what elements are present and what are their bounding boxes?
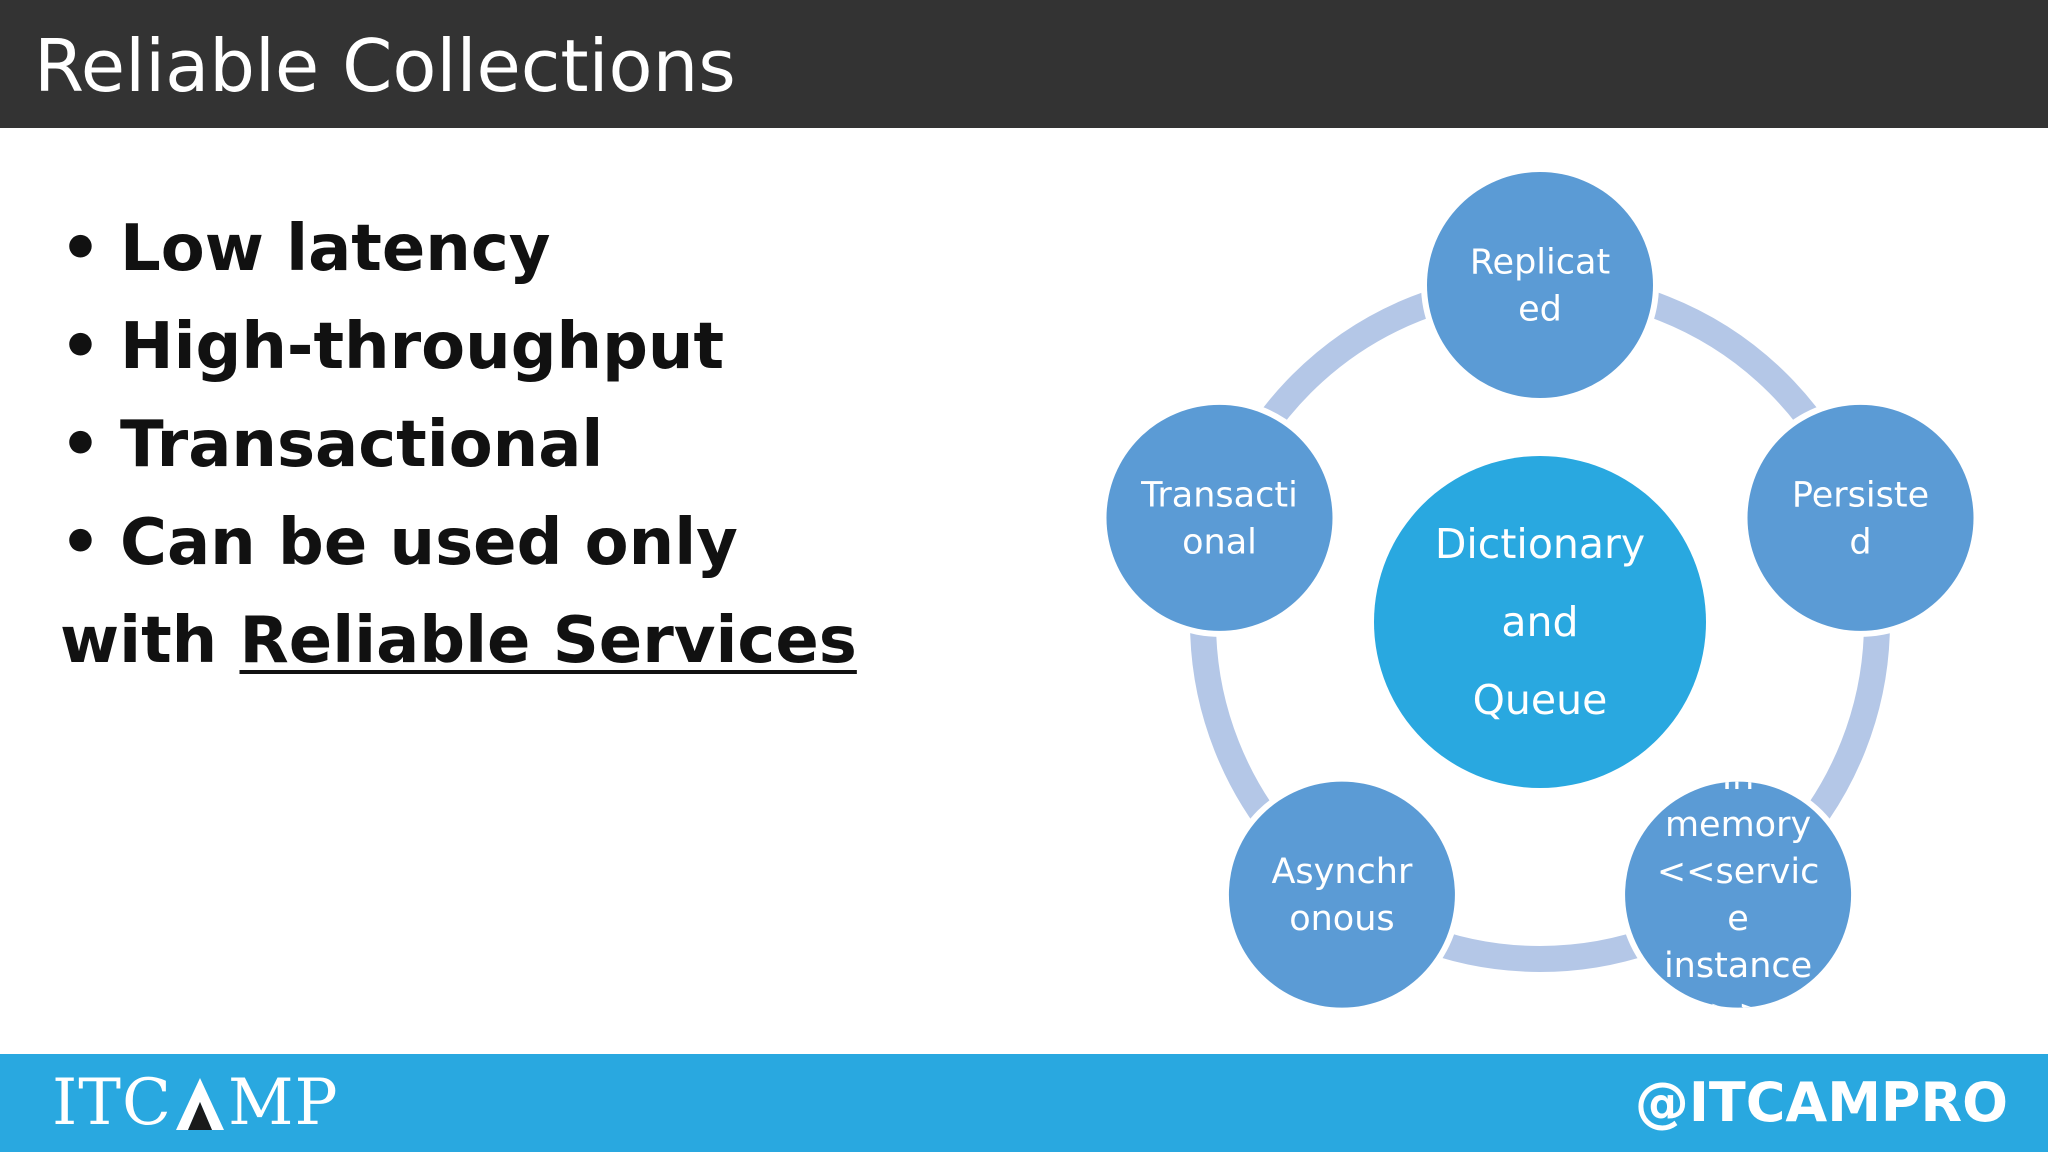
center-label-line: and: [1501, 598, 1578, 646]
bullet-text: Transactional: [120, 408, 604, 482]
cycle-node: Transacti onal: [1100, 398, 1339, 637]
reliable-services-link[interactable]: Reliable Services: [239, 604, 857, 678]
cycle-node-label: Asynchr onous: [1271, 852, 1412, 939]
bullet-marker: •: [60, 506, 101, 580]
cycle-node-label: In memory <<servic e instance >>: [1657, 758, 1820, 1030]
bullet-item: • Low latency: [60, 200, 960, 298]
cycle-node-label-line: instance: [1664, 946, 1812, 986]
bullet-item: • Transactional: [60, 396, 960, 494]
footer-bar: ITC MP @ITCAMPRO: [0, 1054, 2048, 1152]
continuation-text: with: [60, 604, 240, 678]
logo-a-mark-icon: [175, 1078, 224, 1130]
cycle-node-label-line: <<servic: [1657, 852, 1820, 892]
itcamp-logo: ITC MP: [52, 1068, 339, 1138]
bullet-item: • Can be used only: [60, 494, 960, 592]
cycle-node-label: Persiste d: [1792, 475, 1929, 562]
bullet-text: High-throughput: [120, 310, 725, 384]
cycle-node: Replicat ed: [1421, 166, 1659, 404]
center-label-line: Dictionary: [1435, 520, 1645, 568]
slide-title: Reliable Collections: [34, 24, 736, 108]
cycle-node-label: Transacti onal: [1140, 475, 1298, 562]
cycle-node: In memory <<servic e instance >>: [1619, 758, 1858, 1030]
cycle-node-label-line: e: [1727, 899, 1749, 939]
bullet-marker: •: [60, 310, 101, 384]
cycle-node-label-line: Asynchr: [1271, 852, 1412, 892]
cycle-node-circle: [1427, 172, 1653, 398]
cycle-node-label-line: onal: [1182, 522, 1257, 562]
logo-text-left: ITC: [52, 1066, 172, 1140]
cycle-node-circle: [1625, 781, 1852, 1008]
cycle-node: Persiste d: [1741, 398, 1980, 637]
cycle-node-circle: [1106, 404, 1333, 631]
cycle-node-label: Replicat ed: [1470, 243, 1610, 330]
cycle-node-label-line: In: [1722, 758, 1755, 798]
cycle-node-label-line: >>: [1709, 993, 1768, 1030]
cycle-node-label-line: d: [1849, 522, 1871, 562]
cycle-node-circle: [1228, 781, 1455, 1008]
title-bar: Reliable Collections: [0, 0, 2048, 128]
logo-text-right: MP: [227, 1066, 339, 1140]
bullet-text: Low latency: [120, 212, 551, 286]
cycle-node-circle: [1747, 404, 1974, 631]
cycle-node-label-line: Replicat: [1470, 243, 1610, 283]
cycle-node-label-line: Transacti: [1140, 475, 1298, 515]
bullet-list: • Low latency • High-throughput • Transacti…: [60, 200, 960, 690]
bullet-text: Can be used only: [120, 506, 738, 580]
cycle-node: Asynchr onous: [1222, 775, 1461, 1014]
bullet-continuation: with Reliable Services: [60, 592, 960, 690]
bullet-marker: •: [60, 408, 101, 482]
cycle-node-label-line: onous: [1289, 899, 1394, 939]
cycle-node-label-line: memory: [1665, 805, 1811, 845]
center-circle: [1374, 456, 1706, 788]
cycle-node-label-line: ed: [1518, 290, 1562, 330]
twitter-handle: @ITCAMPRO: [1634, 1071, 2008, 1134]
bullet-marker: •: [60, 212, 101, 286]
center-label-line: Queue: [1473, 676, 1608, 724]
cycle-node-label-line: Persiste: [1792, 475, 1929, 515]
bullet-item: • High-throughput: [60, 298, 960, 396]
